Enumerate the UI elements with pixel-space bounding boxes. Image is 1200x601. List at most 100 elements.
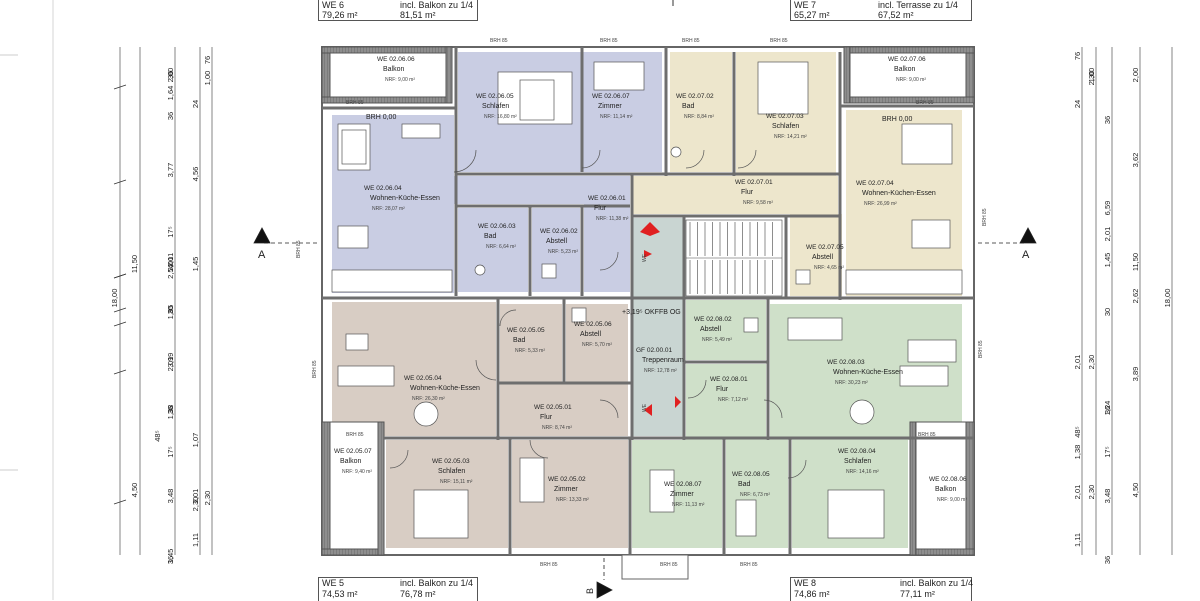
dimension-label: 1,00 [203,71,212,86]
room-area: NRF: 15,11 m² [440,479,473,485]
entrance-canopy [621,554,689,580]
room-id: WE 02.08.02 [694,316,732,323]
unit-balkon-label-we7: incl. Terrasse zu 1/4 [878,0,958,10]
room-area: NRF: 11,13 m² [672,502,705,508]
section-arrow-icon [1019,227,1037,244]
dimension-label: 3,89 [1131,367,1140,382]
dimension-label: 11,50 [130,255,139,273]
dimension-label: 2,01 [191,489,200,504]
brh-85-label: BRH 85 [770,38,788,44]
dimension-label: 2,01 [166,357,175,372]
brh-85-label: BRH 85 [346,432,364,438]
washer [795,269,811,285]
unit-name-we6: WE 6 [322,0,345,10]
dining-table [911,219,951,249]
dimension-label: 4,56 [191,167,200,182]
room-area: NRF: 6,73 m² [740,492,770,498]
room-id: WE 02.07.06 [888,56,926,63]
washer [541,263,557,279]
room-id: WE 02.05.03 [432,458,470,465]
dimension-tick [113,273,127,279]
section-label-b: B [585,588,595,594]
room-name: Wohnen-Küche-Essen [370,195,440,202]
room-name: Abstell [580,331,601,338]
brh-85-label: BRH 85 [660,562,678,568]
sofa [899,365,949,387]
section-arrow-icon [253,227,271,244]
dimension-label: 17⁵ [166,446,175,457]
unit-area-we8: 74,86 m² [794,589,830,599]
sofa [901,123,953,165]
dimension-label: 36 [1103,556,1112,564]
dimension-label: 4,50 [1131,483,1140,498]
room-name: Treppenraum [642,357,684,364]
room-fill [458,208,528,292]
brh-85-label: BRH 85 [982,208,988,226]
dimension-tick [113,499,127,505]
room-id: WE 02.08.01 [710,376,748,383]
room-area: NRF: 11,38 m² [596,216,629,222]
room-area: NRF: 11,14 m² [600,114,633,120]
dimension-label: 1,45 [1103,253,1112,268]
armchair [401,123,441,139]
room-area: NRF: 5,33 m² [515,348,545,354]
brh-85-label: BRH 85 [296,240,302,258]
dimension-tick [113,84,127,90]
dimension-label: 30 [166,306,175,314]
dimension-label: 2,30 [203,491,212,506]
dimension-label: 30 [1103,308,1112,316]
dimension-label: 2,54⁵ [166,261,175,279]
room-id: WE 02.07.02 [676,93,714,100]
room-name: Schlafen [844,458,871,465]
dimension-label: 36 [166,112,175,120]
room-fill [500,384,628,436]
dimension-label: 3,48 [1103,489,1112,504]
bed [497,71,573,125]
dimension-label: 17⁵ [1103,446,1112,457]
room-area: NRF: 5,23 m² [548,249,578,255]
room-name: Wohnen-Küche-Essen [833,369,903,376]
room-name: Bad [738,481,751,488]
room-fill [686,364,766,440]
room-name: Abstell [812,254,833,261]
room-name: Schlafen [772,123,799,130]
room-name: Abstell [546,238,567,245]
unit-area-we6: 79,26 m² [322,10,358,20]
dimension-label: 2,01 [1073,355,1082,370]
balcony [321,46,453,104]
unit-balkon-label-we8: incl. Balkon zu 1/4 [900,578,974,588]
room-name: Balkon [935,486,957,493]
toilet [474,264,486,276]
unit-box-we6 [318,0,478,21]
dimension-label: 2,30 [1087,71,1096,86]
room-id: WE 02.05.05 [507,327,545,334]
dimension-label: 2,30 [191,497,200,512]
dimension-label: 2,01 [1103,227,1112,242]
room-id: WE 02.08.07 [664,481,702,488]
room-name: Zimmer [598,103,622,110]
dimension-label: 17⁵ [166,226,175,237]
dimension-label: 36 [166,71,175,79]
dimension-label: 2,00 [166,68,175,83]
dimension-tick [113,307,127,313]
room-area: NRF: 9,00 m² [896,77,926,83]
level-label: +3,19⁵ OKFFB OG [622,309,681,316]
room-area: NRF: 9,00 m² [385,77,415,83]
dimension-label: 3,99 [166,353,175,368]
dimension-label: 1,11 [191,533,200,547]
room-name: Balkon [383,66,405,73]
sofa [337,123,371,171]
exit-marker-icon [644,250,652,258]
room-name: Flur [741,189,754,196]
room-area: NRF: 5,70 m² [582,342,612,348]
room-area: NRF: 12,78 m² [644,368,677,374]
